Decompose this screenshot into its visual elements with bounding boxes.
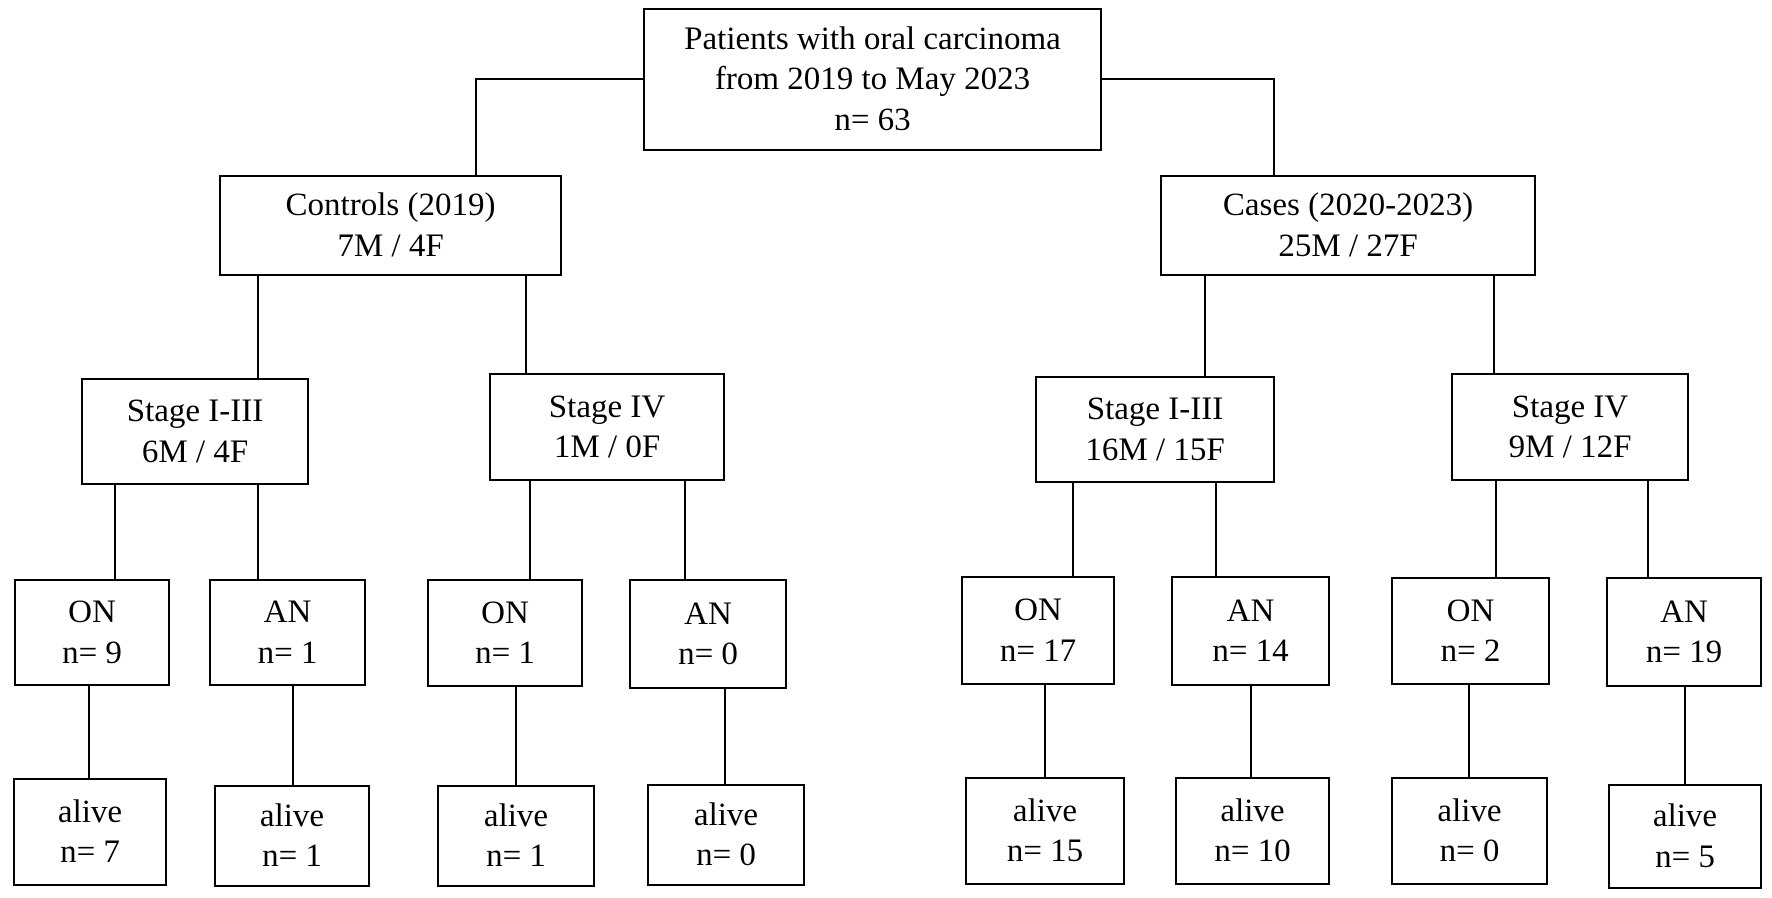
cases-early-on-label: ON xyxy=(1014,592,1062,629)
cases-stage-iv-title: Stage IV xyxy=(1511,388,1629,425)
controls-iv-an-box: AN n= 0 xyxy=(629,579,787,689)
cases-iv-on-alive-n: n= 0 xyxy=(1439,833,1500,869)
cases-stage-iv-box: Stage IV 9M / 12F xyxy=(1451,373,1689,481)
controls-stage-early-counts: 6M / 4F xyxy=(141,433,249,470)
controls-stage-iv-box: Stage IV 1M / 0F xyxy=(489,373,725,481)
cases-box: Cases (2020-2023) 25M / 27F xyxy=(1160,175,1536,276)
controls-early-an-label: AN xyxy=(263,594,312,631)
cases-title: Cases (2020-2023) xyxy=(1222,187,1474,224)
cases-iv-on-n: n= 2 xyxy=(1440,633,1501,669)
controls-counts: 7M / 4F xyxy=(337,227,444,264)
controls-stage-iv-counts: 1M / 0F xyxy=(553,429,661,465)
cases-early-an-box: AN n= 14 xyxy=(1171,576,1330,686)
controls-iv-on-alive-label: alive xyxy=(483,797,549,834)
cases-iv-on-alive-box: alive n= 0 xyxy=(1391,777,1548,885)
controls-early-an-alive-box: alive n= 1 xyxy=(214,785,370,887)
cases-stage-early-title: Stage I-III xyxy=(1086,391,1224,428)
controls-iv-on-label: ON xyxy=(481,594,529,631)
controls-iv-an-label: AN xyxy=(684,595,732,632)
cases-iv-on-box: ON n= 2 xyxy=(1391,577,1550,685)
controls-stage-early-title: Stage I-III xyxy=(126,393,264,430)
cases-iv-an-alive-box: alive n= 5 xyxy=(1608,784,1762,889)
controls-stage-iv-title: Stage IV xyxy=(548,388,666,425)
controls-early-an-alive-label: alive xyxy=(259,797,325,834)
controls-early-an-n: n= 1 xyxy=(257,634,318,671)
cases-iv-on-label: ON xyxy=(1446,592,1495,629)
controls-box: Controls (2019) 7M / 4F xyxy=(219,175,562,276)
root-line-2: from 2019 to May 2023 xyxy=(714,61,1031,98)
controls-early-on-label: ON xyxy=(68,594,116,631)
cases-early-on-n: n= 17 xyxy=(999,632,1077,669)
controls-early-on-alive-n: n= 7 xyxy=(60,834,120,870)
cases-stage-early-box: Stage I-III 16M / 15F xyxy=(1035,376,1275,483)
root-line-1: Patients with oral carcinoma xyxy=(684,21,1061,58)
controls-early-on-n: n= 9 xyxy=(62,634,122,671)
cases-counts: 25M / 27F xyxy=(1278,227,1418,264)
controls-iv-an-n: n= 0 xyxy=(678,636,738,672)
cases-stage-iv-counts: 9M / 12F xyxy=(1508,429,1632,465)
cases-early-on-alive-box: alive n= 15 xyxy=(965,777,1125,885)
cases-iv-an-label: AN xyxy=(1660,593,1708,630)
cases-stage-early-counts: 16M / 15F xyxy=(1085,431,1225,468)
controls-iv-an-alive-label: alive xyxy=(693,796,759,833)
cases-iv-an-alive-label: alive xyxy=(1652,798,1718,835)
cases-early-an-alive-n: n= 10 xyxy=(1214,833,1291,869)
cases-iv-on-alive-label: alive xyxy=(1437,792,1502,829)
controls-early-an-box: AN n= 1 xyxy=(209,579,366,686)
cases-early-on-alive-n: n= 15 xyxy=(1006,833,1084,869)
cases-iv-an-alive-n: n= 5 xyxy=(1655,838,1715,875)
cases-early-an-alive-box: alive n= 10 xyxy=(1175,777,1330,885)
root-box: Patients with oral carcinoma from 2019 t… xyxy=(643,8,1102,151)
controls-iv-on-box: ON n= 1 xyxy=(427,579,583,687)
cases-early-on-box: ON n= 17 xyxy=(961,576,1115,685)
controls-iv-an-alive-box: alive n= 0 xyxy=(647,784,805,886)
controls-early-on-alive-label: alive xyxy=(57,793,123,830)
cases-early-an-alive-label: alive xyxy=(1220,792,1285,829)
cases-early-an-n: n= 14 xyxy=(1212,633,1289,669)
cases-iv-an-box: AN n= 19 xyxy=(1606,577,1762,687)
cases-early-an-label: AN xyxy=(1226,592,1275,629)
root-count: n= 63 xyxy=(834,101,911,138)
controls-stage-early-box: Stage I-III 6M / 4F xyxy=(81,378,309,485)
controls-early-on-alive-box: alive n= 7 xyxy=(13,778,167,886)
controls-title: Controls (2019) xyxy=(285,187,496,224)
controls-iv-on-alive-n: n= 1 xyxy=(486,838,546,874)
controls-early-an-alive-n: n= 1 xyxy=(262,838,322,874)
cases-early-on-alive-label: alive xyxy=(1012,792,1078,829)
controls-early-on-box: ON n= 9 xyxy=(14,579,170,686)
controls-iv-an-alive-n: n= 0 xyxy=(696,837,756,873)
cases-iv-an-n: n= 19 xyxy=(1645,634,1723,670)
controls-iv-on-alive-box: alive n= 1 xyxy=(437,785,595,887)
controls-iv-on-n: n= 1 xyxy=(475,635,535,671)
